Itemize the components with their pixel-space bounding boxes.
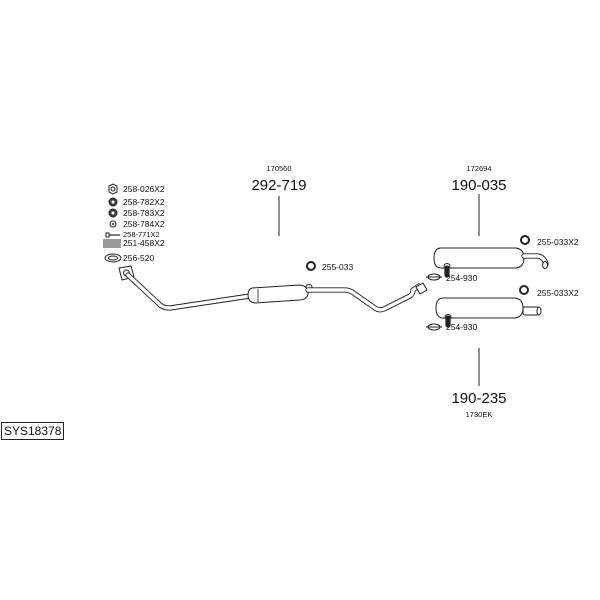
hanger-icon (519, 285, 529, 295)
rear-lower-reference: 1730EK (466, 410, 493, 419)
intermediate-pipe (305, 283, 422, 313)
rear-lower-part-number: 190-235 (451, 390, 506, 407)
hanger-icon (520, 235, 530, 245)
clamp-icon (426, 323, 442, 331)
front-kit-label: 251-458X2 (123, 238, 165, 248)
middle-silencer (247, 284, 313, 304)
middle-part-number: 292-719 (251, 177, 306, 194)
system-code-badge: SYS18378 (1, 422, 65, 440)
front-kit-label: 256-520 (123, 253, 154, 263)
rear-lower-clamp-label: 254-930 (446, 322, 477, 332)
rear-upper-hanger-label: 255-033X2 (537, 237, 579, 247)
front-kit-label: 258-771X2 (123, 230, 160, 239)
middle-hanger-label: 255-033 (322, 262, 353, 272)
ring-icon (109, 220, 117, 228)
pipe-connector (415, 282, 428, 295)
washer-icon (108, 197, 118, 207)
front-kit-label: 258-784X2 (123, 219, 165, 229)
front-kit-label: 258-026X2 (123, 184, 165, 194)
washer-icon (108, 208, 118, 218)
spring-icon (103, 239, 121, 248)
nut-icon (108, 183, 118, 195)
clamp-icon (426, 273, 442, 281)
rear-lower-hanger-label: 255-033X2 (537, 288, 579, 298)
rear-upper-silencer (433, 247, 549, 278)
rear-upper-reference: 172694 (466, 164, 491, 173)
front-pipe (125, 272, 253, 311)
rear-lower-silencer (435, 297, 542, 328)
rear-upper-part-number: 190-035 (451, 177, 506, 194)
bolt-icon (105, 232, 120, 238)
front-kit-label: 258-782X2 (123, 197, 165, 207)
gasket-icon (104, 253, 122, 263)
hanger-icon (306, 261, 316, 271)
rear-upper-clamp-label: 254-930 (446, 273, 477, 283)
middle-reference: 170560 (266, 164, 291, 173)
front-kit: 258-026X2 258-782X2 258-783X2 258-784X2 … (103, 183, 165, 263)
front-kit-label: 258-783X2 (123, 208, 165, 218)
